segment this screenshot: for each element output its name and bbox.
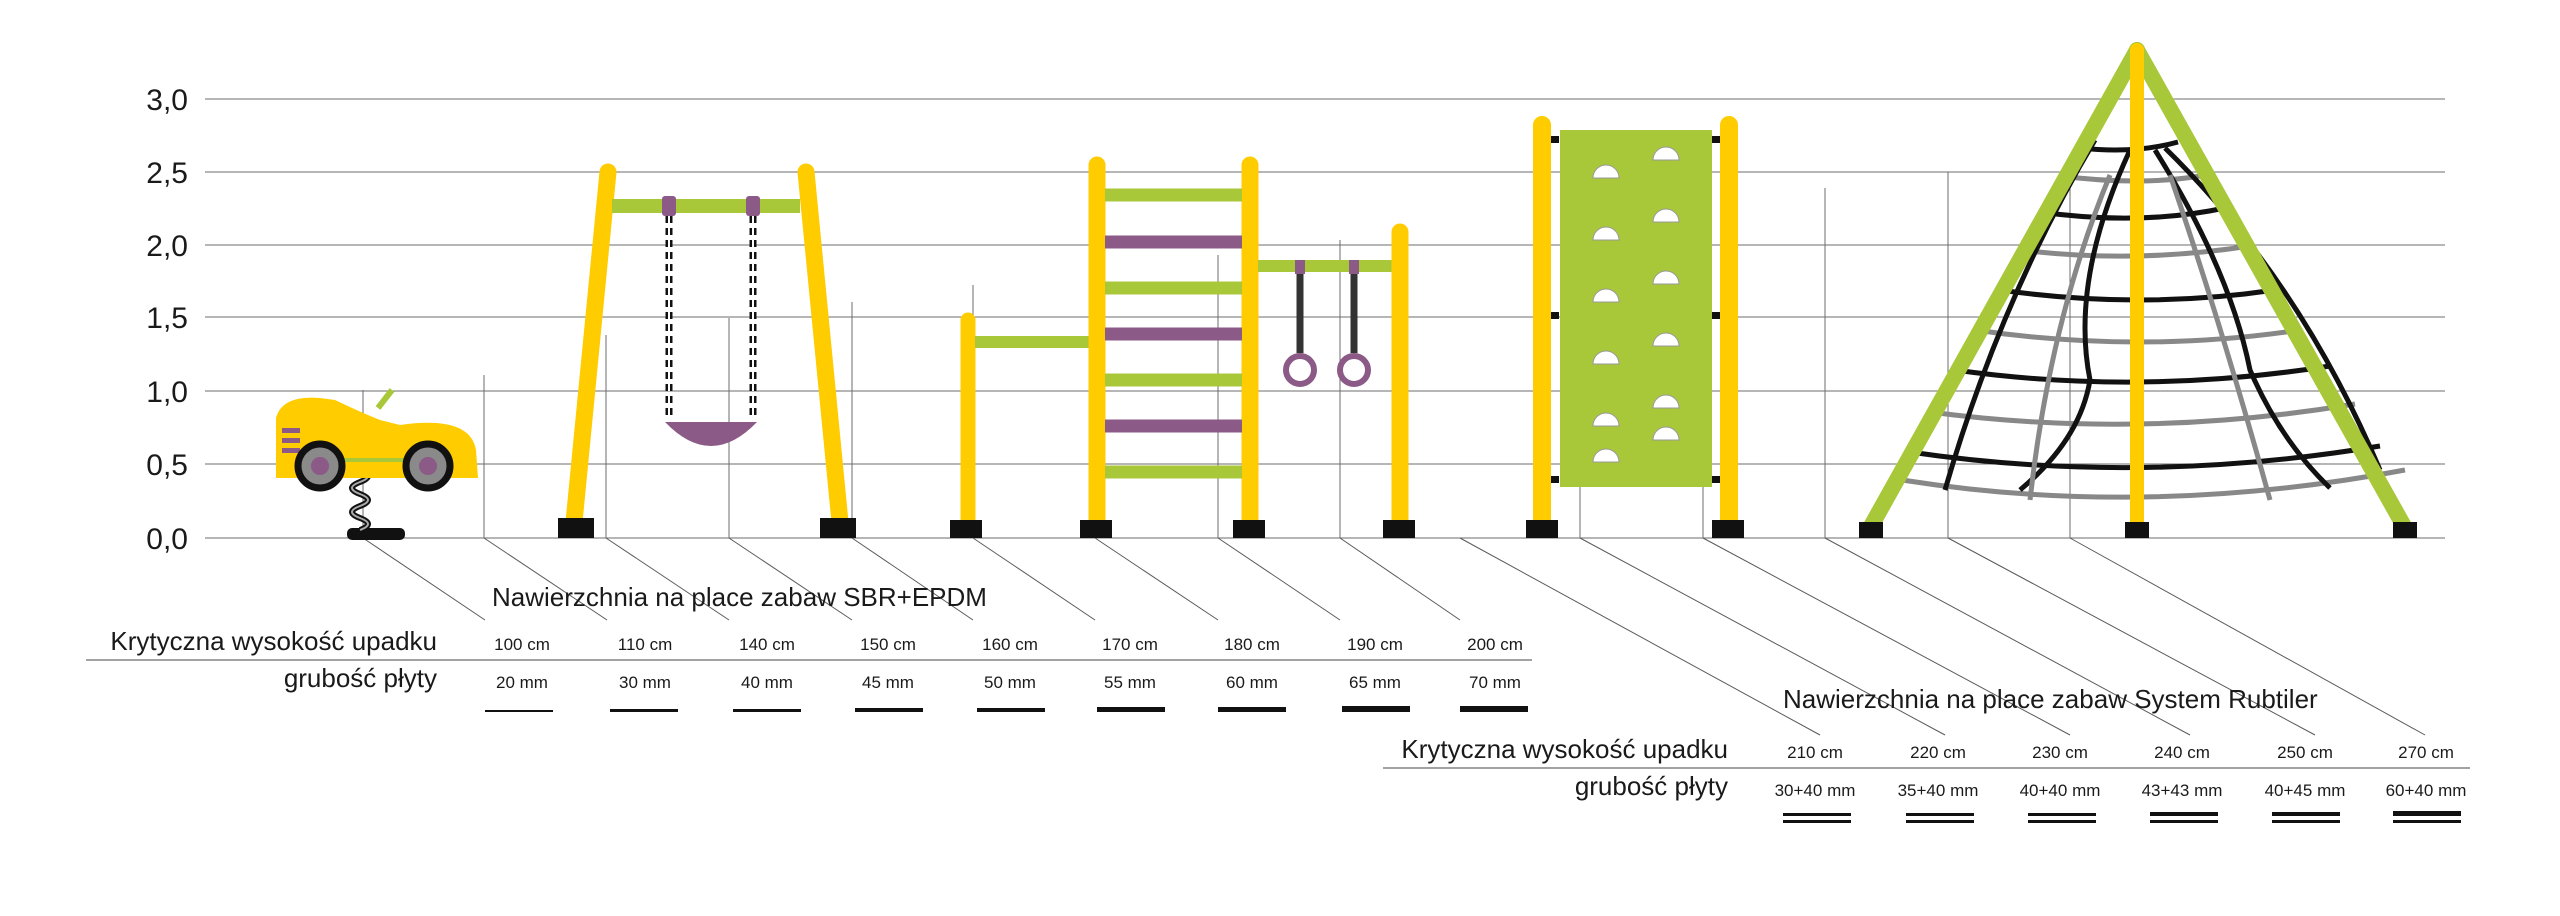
rubtiler-thickness-2: 40+40 mm <box>2020 781 2101 800</box>
rubtiler-height-1: 220 cm <box>1910 743 1966 762</box>
sbr-height-8: 200 cm <box>1467 635 1523 654</box>
y-tick-2: 1,0 <box>146 376 188 409</box>
y-axis: 0,0 0,5 1,0 1,5 2,0 2,5 3,0 <box>146 84 188 556</box>
table-sbr-thickness-label: grubość płyty <box>284 663 437 693</box>
sbr-height-5: 170 cm <box>1102 635 1158 654</box>
height-grid <box>205 98 2445 539</box>
sbr-height-3: 150 cm <box>860 635 916 654</box>
rubtiler-height-5: 270 cm <box>2398 743 2454 762</box>
y-tick-3: 1,5 <box>146 302 188 335</box>
rubtiler-thickness-4: 40+45 mm <box>2265 781 2346 800</box>
swing-icon <box>558 163 856 538</box>
y-tick-4: 2,0 <box>146 230 188 263</box>
sbr-height-4: 160 cm <box>982 635 1038 654</box>
sbr-thickness-bars <box>485 706 1528 712</box>
sbr-thickness-5: 55 mm <box>1104 673 1156 692</box>
sbr-thickness-3: 45 mm <box>862 673 914 692</box>
y-tick-5: 2,5 <box>146 157 188 190</box>
table-rubtiler-height-label: Krytyczna wysokość upadku <box>1401 734 1728 764</box>
sbr-thickness-2: 40 mm <box>741 673 793 692</box>
sbr-height-7: 190 cm <box>1347 635 1403 654</box>
sbr-thickness-6: 60 mm <box>1226 673 1278 692</box>
table-rubtiler-title: Nawierzchnia na place zabaw System Rubti… <box>1783 684 2318 714</box>
rubtiler-thickness-0: 30+40 mm <box>1775 781 1856 800</box>
rubtiler-thickness-1: 35+40 mm <box>1898 781 1979 800</box>
rubtiler-height-2: 230 cm <box>2032 743 2088 762</box>
y-tick-1: 0,5 <box>146 449 188 482</box>
sbr-thickness-7: 65 mm <box>1349 673 1401 692</box>
y-tick-0: 0,0 <box>146 523 188 556</box>
sbr-thickness-1: 30 mm <box>619 673 671 692</box>
rope-pyramid-icon <box>1859 42 2417 538</box>
rubtiler-thickness-bars <box>1783 811 2461 823</box>
rubtiler-thickness-5: 60+40 mm <box>2386 781 2467 800</box>
sbr-height-1: 110 cm <box>618 635 673 654</box>
sbr-height-0: 100 cm <box>494 635 550 654</box>
sbr-height-2: 140 cm <box>739 635 795 654</box>
rubtiler-thickness-3: 43+43 mm <box>2142 781 2223 800</box>
rubtiler-height-0: 210 cm <box>1787 743 1843 762</box>
table-rubtiler: Nawierzchnia na place zabaw System Rubti… <box>1383 684 2470 823</box>
sbr-thickness-8: 70 mm <box>1469 673 1521 692</box>
leader-lines <box>362 537 2426 736</box>
ladder-with-rings-icon <box>950 156 1415 538</box>
rubtiler-height-3: 240 cm <box>2154 743 2210 762</box>
climbing-wall-icon <box>1526 116 1744 538</box>
y-tick-6: 3,0 <box>146 84 188 117</box>
height-markers <box>362 158 2071 538</box>
rubtiler-height-4: 250 cm <box>2277 743 2333 762</box>
sbr-thickness-4: 50 mm <box>984 673 1036 692</box>
table-sbr-epdm: Nawierzchnia na place zabaw SBR+EPDM Kry… <box>86 582 1532 712</box>
table-sbr-title: Nawierzchnia na place zabaw SBR+EPDM <box>492 582 987 612</box>
spring-rocker-car-icon <box>276 388 478 540</box>
table-sbr-height-label: Krytyczna wysokość upadku <box>110 626 437 656</box>
sbr-height-6: 180 cm <box>1224 635 1280 654</box>
table-rubtiler-thickness-label: grubość płyty <box>1575 771 1728 801</box>
sbr-thickness-0: 20 mm <box>496 673 548 692</box>
